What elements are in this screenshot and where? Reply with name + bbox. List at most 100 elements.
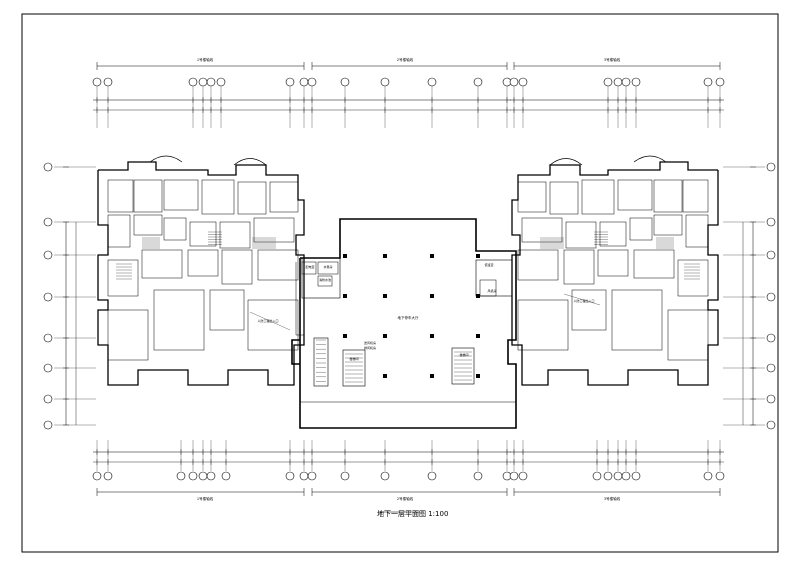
- hall-label: 地下停车大厅: [398, 315, 419, 320]
- structural-column: [383, 334, 387, 338]
- apartment-room: [187, 249, 219, 277]
- axis-bubble-right: [766, 250, 776, 260]
- axis-bubble-bottom: [613, 471, 623, 481]
- apartment-room: [633, 249, 675, 279]
- axis-bubble-bottom: [299, 471, 309, 481]
- apartment-room: [653, 214, 683, 236]
- axis-bubble-top: [307, 77, 317, 87]
- apartment-room: [667, 309, 709, 361]
- axis-bubble-left: [43, 363, 53, 373]
- axis-bubble-bottom: [92, 471, 102, 481]
- axis-bubble-top: [103, 77, 113, 87]
- axis-bubble-bottom: [221, 471, 231, 481]
- axis-bubble-top: [631, 77, 641, 87]
- axis-bubble-bottom: [206, 471, 216, 481]
- axis-bubble-bottom: [198, 471, 208, 481]
- axis-bubble-bottom: [176, 471, 186, 481]
- axis-bubble-top: [285, 77, 295, 87]
- axis-bubble-top: [188, 77, 198, 87]
- apartment-room: [517, 181, 547, 213]
- axis-bubble-left: [43, 217, 53, 227]
- structural-column: [383, 294, 387, 298]
- axis-bubble-top: [206, 77, 216, 87]
- axis-bubble-top: [340, 77, 350, 87]
- axis-bubble-right: [766, 363, 776, 373]
- structural-column: [343, 334, 347, 338]
- apartment-room: [269, 181, 299, 213]
- equipment-room: [317, 275, 333, 287]
- sheet-border: [21, 13, 779, 553]
- structural-column: [383, 374, 387, 378]
- apartment-room: [685, 214, 709, 248]
- grid-group-label: 2号楼轴线: [397, 496, 414, 501]
- axis-bubble-top: [473, 77, 483, 87]
- axis-bubble-top: [509, 77, 519, 87]
- bay-window: [233, 158, 267, 166]
- garage-outline: [291, 218, 517, 429]
- axis-bubble-right: [766, 333, 776, 343]
- apartment-room: [571, 289, 607, 331]
- grid-group-label: 2号楼轴线: [397, 57, 414, 62]
- apartment-room: [209, 289, 245, 331]
- axis-bubble-left: [43, 333, 53, 343]
- apartment-room: [247, 299, 299, 351]
- structural-column: [430, 254, 434, 258]
- axis-bubble-bottom: [592, 471, 602, 481]
- apartment-room: [563, 249, 595, 285]
- axis-bubble-right: [766, 217, 776, 227]
- axis-bubble-top: [621, 77, 631, 87]
- axis-bubble-top: [92, 77, 102, 87]
- axis-bubble-top: [299, 77, 309, 87]
- axis-bubble-bottom: [621, 471, 631, 481]
- axis-bubble-top: [427, 77, 437, 87]
- axis-bubble-left: [43, 162, 53, 172]
- equipment-room: [301, 257, 341, 299]
- apartment-room: [521, 217, 563, 243]
- equipment-room: [479, 279, 497, 297]
- axis-bubble-bottom: [715, 471, 725, 481]
- apartment-room: [611, 289, 663, 351]
- apartment-room: [253, 217, 295, 243]
- apartment-room: [599, 221, 627, 247]
- structural-column: [430, 334, 434, 338]
- apartment-room: [107, 309, 149, 361]
- axis-bubble-bottom: [380, 471, 390, 481]
- apartment-room: [565, 221, 597, 249]
- axis-bubble-bottom: [603, 471, 613, 481]
- grid-group-label: 1号楼轴线: [197, 496, 214, 501]
- axis-bubble-bottom: [307, 471, 317, 481]
- axis-bubble-right: [766, 394, 776, 404]
- apartment-room: [189, 221, 217, 247]
- apartment-room: [141, 249, 183, 279]
- apartment-room: [133, 214, 163, 236]
- structural-column: [476, 254, 480, 258]
- axis-bubble-top: [198, 77, 208, 87]
- axis-bubble-top: [216, 77, 226, 87]
- axis-bubble-bottom: [703, 471, 713, 481]
- equipment-room: [301, 261, 317, 275]
- room-label: 风机房: [487, 288, 496, 293]
- axis-bubble-bottom: [285, 471, 295, 481]
- stair-label: 楼梯间: [349, 356, 358, 361]
- apartment-room: [163, 179, 199, 211]
- bay-window: [549, 158, 583, 166]
- stairwell: [342, 349, 366, 387]
- grid-group-label: 1号楼轴线: [197, 57, 214, 62]
- apartment-room: [107, 179, 134, 213]
- apartment-room: [597, 249, 629, 277]
- axis-bubble-left: [43, 420, 53, 430]
- room-label: 配电室: [305, 264, 314, 269]
- structural-column: [343, 294, 347, 298]
- garage-inner-wall: [295, 262, 304, 336]
- apartment-room: [221, 249, 253, 285]
- apartment-room: [163, 217, 187, 241]
- axis-bubble-bottom: [473, 471, 483, 481]
- bay-window: [149, 155, 183, 163]
- apartment-room: [219, 221, 251, 249]
- apartment-room: [581, 179, 615, 215]
- axis-bubble-top: [603, 77, 613, 87]
- axis-bubble-bottom: [188, 471, 198, 481]
- wing-outline: [97, 161, 305, 386]
- axis-bubble-bottom: [509, 471, 519, 481]
